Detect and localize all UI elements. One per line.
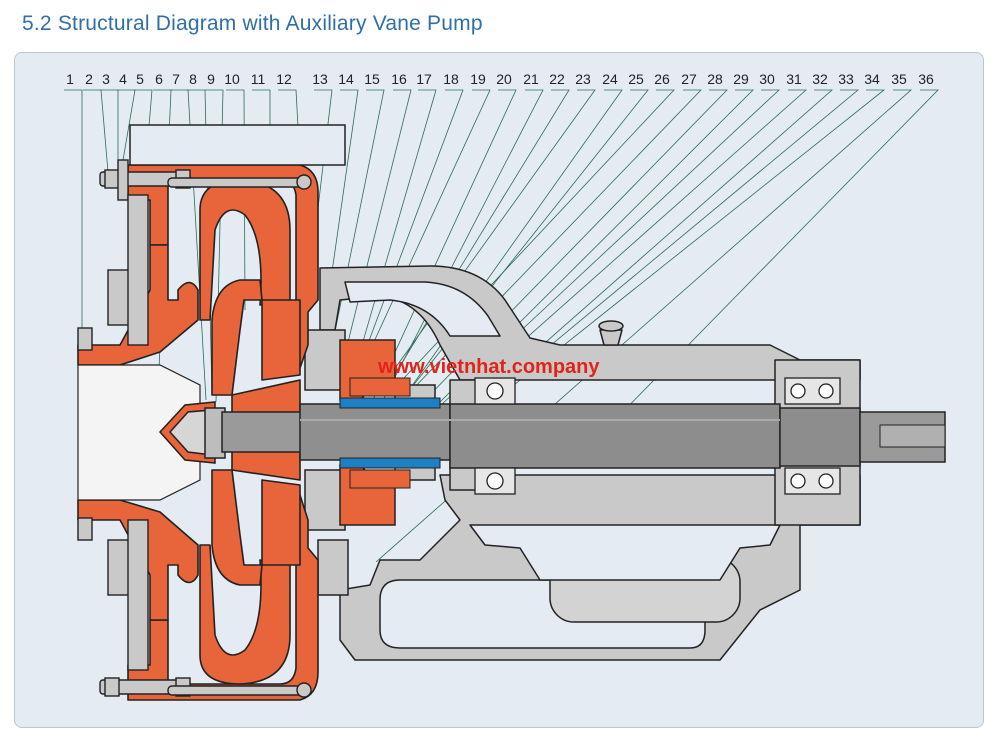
leader-line	[461, 89, 834, 417]
part-number-label: 11	[251, 71, 266, 87]
leader-line	[337, 89, 412, 383]
part-number-label: 16	[391, 71, 407, 87]
part-number-label: 2	[85, 71, 93, 87]
leader-line	[419, 89, 728, 406]
leader-line	[83, 89, 109, 173]
part-number-label: 9	[207, 71, 215, 87]
part-number-label: 13	[312, 71, 328, 87]
suction-bore	[77, 364, 201, 501]
part-number-label: 25	[628, 71, 644, 87]
part-number-label: 10	[224, 71, 240, 87]
part-number-label: 5	[136, 71, 144, 87]
part-number-label: 3	[102, 71, 110, 87]
part-number-label: 15	[364, 71, 380, 87]
leader-line	[609, 89, 939, 426]
watermark-text: www.vietnhat.company	[377, 356, 600, 378]
part-number-label: 19	[470, 71, 486, 87]
part-number-label: 22	[549, 71, 565, 87]
part-number-label: 21	[523, 71, 539, 87]
inboard-bearing	[474, 377, 516, 495]
part-number-label: 29	[733, 71, 749, 87]
leader-line	[467, 89, 860, 415]
leader-line	[439, 89, 781, 407]
part-number-label: 27	[681, 71, 697, 87]
part-number-label: 36	[918, 71, 934, 87]
leader-line	[451, 89, 808, 405]
shaft	[221, 403, 946, 469]
part-number-label: 34	[864, 71, 880, 87]
part-number-label: 35	[891, 71, 907, 87]
part-number-label: 7	[172, 71, 180, 87]
shaft-sleeve	[339, 377, 441, 489]
flange-bolts	[77, 159, 312, 698]
part-number-label: 8	[189, 71, 197, 87]
part-number-label: 18	[443, 71, 459, 87]
leader-line	[64, 89, 83, 333]
cover-plate	[129, 124, 346, 166]
impeller	[211, 279, 301, 586]
part-number-label: 32	[812, 71, 828, 87]
leader-line	[429, 89, 754, 413]
outboard-bearing	[784, 377, 841, 495]
part-number-label: 14	[338, 71, 354, 87]
part-number-label: 31	[786, 71, 802, 87]
part-number-label: 20	[496, 71, 512, 87]
part-number-label: 1	[66, 71, 74, 87]
page-title: 5.2 Structural Diagram with Auxiliary Va…	[22, 12, 483, 35]
bearing-frame	[319, 265, 861, 661]
leader-line	[403, 89, 675, 379]
part-number-label: 28	[707, 71, 723, 87]
leader-line	[100, 89, 119, 176]
part-number-label: 24	[602, 71, 618, 87]
impeller-nut	[158, 401, 226, 464]
leader-line	[409, 89, 702, 393]
part-number-label: 30	[759, 71, 775, 87]
part-number-label: 23	[575, 71, 591, 87]
part-number-label: 12	[276, 71, 292, 87]
part-number-label: 26	[654, 71, 670, 87]
leader-line	[469, 89, 886, 421]
leader-line	[226, 89, 246, 311]
part-number-label: 6	[155, 71, 163, 87]
part-number-label: 33	[838, 71, 854, 87]
part-number-label: 4	[119, 71, 127, 87]
part-number-label: 17	[416, 71, 432, 87]
